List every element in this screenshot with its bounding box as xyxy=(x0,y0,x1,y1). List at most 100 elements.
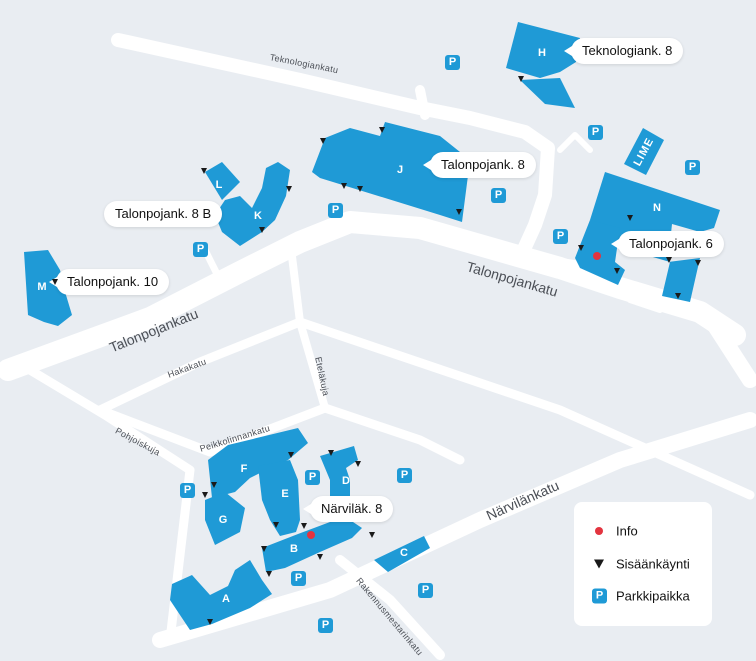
road-connector-north xyxy=(415,85,430,120)
parking-icon: P xyxy=(291,571,306,586)
parking-icon: P xyxy=(328,203,343,218)
road-connector-east xyxy=(511,251,604,272)
building-label-l: L xyxy=(215,179,223,191)
entrance-marker xyxy=(456,209,462,215)
building-b xyxy=(262,516,362,572)
entrance-marker xyxy=(355,461,361,467)
building-label-m: M xyxy=(37,281,47,293)
info-points xyxy=(307,252,601,539)
building-label-g: G xyxy=(218,514,228,526)
entrance-marker xyxy=(518,76,524,82)
building-label-b: B xyxy=(290,543,298,555)
parking-icon: P xyxy=(418,583,433,598)
road-etelakuja xyxy=(286,236,329,412)
legend-label-entrance: Sisäänkäynti xyxy=(616,556,690,572)
road-teknologiankatu xyxy=(111,33,555,265)
building-label-k: K xyxy=(254,210,262,222)
callout-narvilank-8: Närviläk. 8 xyxy=(302,496,394,522)
entrance-marker xyxy=(286,186,292,192)
building-label-j: J xyxy=(396,164,404,176)
parking-icon: P xyxy=(397,468,412,483)
entrance-marker xyxy=(259,227,265,233)
entrance-marker xyxy=(261,546,267,552)
entrance-marker xyxy=(301,523,307,529)
parking-icon: P xyxy=(318,618,333,633)
building-d xyxy=(320,446,358,510)
parking-icon: P xyxy=(588,125,603,140)
building-k xyxy=(215,162,290,246)
callout-talonpojank-8: Talonpojank. 8 xyxy=(423,152,536,178)
entrance-marker xyxy=(614,268,620,274)
entrance-marker xyxy=(320,138,326,144)
info-point-narvilank-8 xyxy=(307,531,315,539)
road-talonpojankatu xyxy=(0,211,746,381)
building-label-c: C xyxy=(400,547,408,559)
entrance-marker xyxy=(675,293,681,299)
entrance-marker xyxy=(266,571,272,577)
road-diagonal xyxy=(295,317,755,500)
roads xyxy=(0,33,756,660)
building-label-n: N xyxy=(653,202,661,214)
building-h-annex xyxy=(520,78,575,108)
road-narvilankatu xyxy=(152,412,756,648)
road-peikkolinnankatu xyxy=(95,403,465,465)
road-connector-n xyxy=(627,287,663,313)
info-dot-icon xyxy=(595,527,603,535)
building-n-wing xyxy=(575,220,625,285)
entrance-marker xyxy=(52,279,58,285)
building-c xyxy=(374,536,430,572)
building-lime xyxy=(624,128,664,175)
parking-icon: P xyxy=(180,483,195,498)
entrance-marker xyxy=(627,215,633,221)
entrance-marker xyxy=(201,168,207,174)
road-hakakatu xyxy=(95,317,305,415)
parking-icon: P xyxy=(305,470,320,485)
entrance-marker xyxy=(288,452,294,458)
entrance-marker xyxy=(666,257,672,263)
info-point-talonpojank-6 xyxy=(593,252,601,260)
map-legend: Info Sisäänkäynti P Parkkipaikka xyxy=(574,502,712,626)
road-connector-lime xyxy=(557,132,593,153)
entrance-triangle-icon xyxy=(594,559,604,569)
building-label-e: E xyxy=(281,488,289,500)
entrance-marker xyxy=(695,260,701,266)
building-label-h: H xyxy=(538,47,546,59)
entrance-marker xyxy=(357,186,363,192)
parking-icon: P xyxy=(491,188,506,203)
parking-icon: P xyxy=(592,588,607,604)
callout-teknologiank-8: Teknologiank. 8 xyxy=(563,38,684,64)
building-l xyxy=(205,162,240,200)
callout-talonpojank-8b: Talonpojank. 8 B xyxy=(104,201,223,227)
callout-talonpojank-6: Talonpojank. 6 xyxy=(611,231,724,257)
entrance-marker xyxy=(207,619,213,625)
building-label-a: A xyxy=(222,593,230,605)
building-e xyxy=(258,460,300,536)
callout-talonpojank-10: Talonpojank. 10 xyxy=(48,269,170,295)
parking-icon: P xyxy=(553,229,568,244)
building-m xyxy=(24,250,72,326)
road-east-exit xyxy=(702,310,756,388)
entrance-marker xyxy=(578,245,584,251)
building-a xyxy=(170,560,272,630)
parking-icon: P xyxy=(193,242,208,257)
building-g xyxy=(205,492,245,545)
building-h xyxy=(506,22,580,78)
building-label-f: F xyxy=(240,463,248,475)
entrance-marker xyxy=(341,183,347,189)
entrance-marker xyxy=(202,492,208,498)
legend-label-info: Info xyxy=(616,523,638,539)
entrance-marker xyxy=(211,482,217,488)
building-label-d: D xyxy=(342,475,350,487)
entrance-marker xyxy=(379,127,385,133)
road-rakennusmestarinkatu xyxy=(335,555,445,660)
parking-icon: P xyxy=(685,160,700,175)
entrance-marker xyxy=(317,554,323,560)
building-j xyxy=(312,122,470,222)
entrance-marker xyxy=(369,532,375,538)
entrance-marker xyxy=(273,522,279,528)
parking-icon: P xyxy=(445,55,460,70)
entrance-marker xyxy=(328,450,334,456)
road-pohjoiskuja xyxy=(25,365,195,645)
